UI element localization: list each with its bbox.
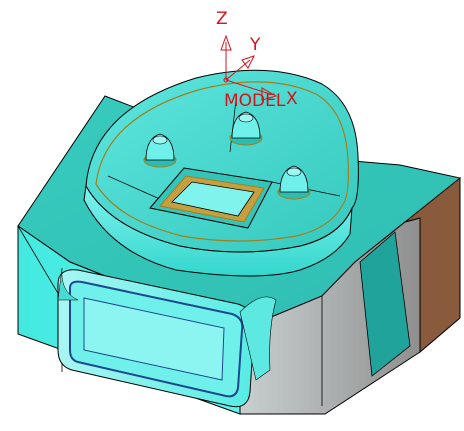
right-chamfer [359,231,411,377]
pin-right [277,165,311,200]
model-label: MODEL [224,91,286,111]
z-axis-label: Z [216,9,228,29]
axis-triad [220,34,278,101]
boss-fillet-edge [95,81,349,242]
pin-left [143,133,177,168]
base-side-face [404,176,461,354]
z-axis-arrow [220,34,232,51]
boss-top [85,69,359,253]
y-axis-label: Y [249,35,261,55]
y-axis-arrow [241,55,255,69]
pin-center [229,111,263,146]
x-axis-arrow [261,87,278,101]
x-axis-line [225,79,271,95]
x-axis-label: X [286,89,298,109]
y-axis-line [225,59,251,81]
pad-left-scoop [57,267,79,301]
pad-right-scoop [239,296,277,381]
origin-marker [223,77,229,83]
pocket-window [171,181,255,217]
front-pad-recess [83,297,225,381]
